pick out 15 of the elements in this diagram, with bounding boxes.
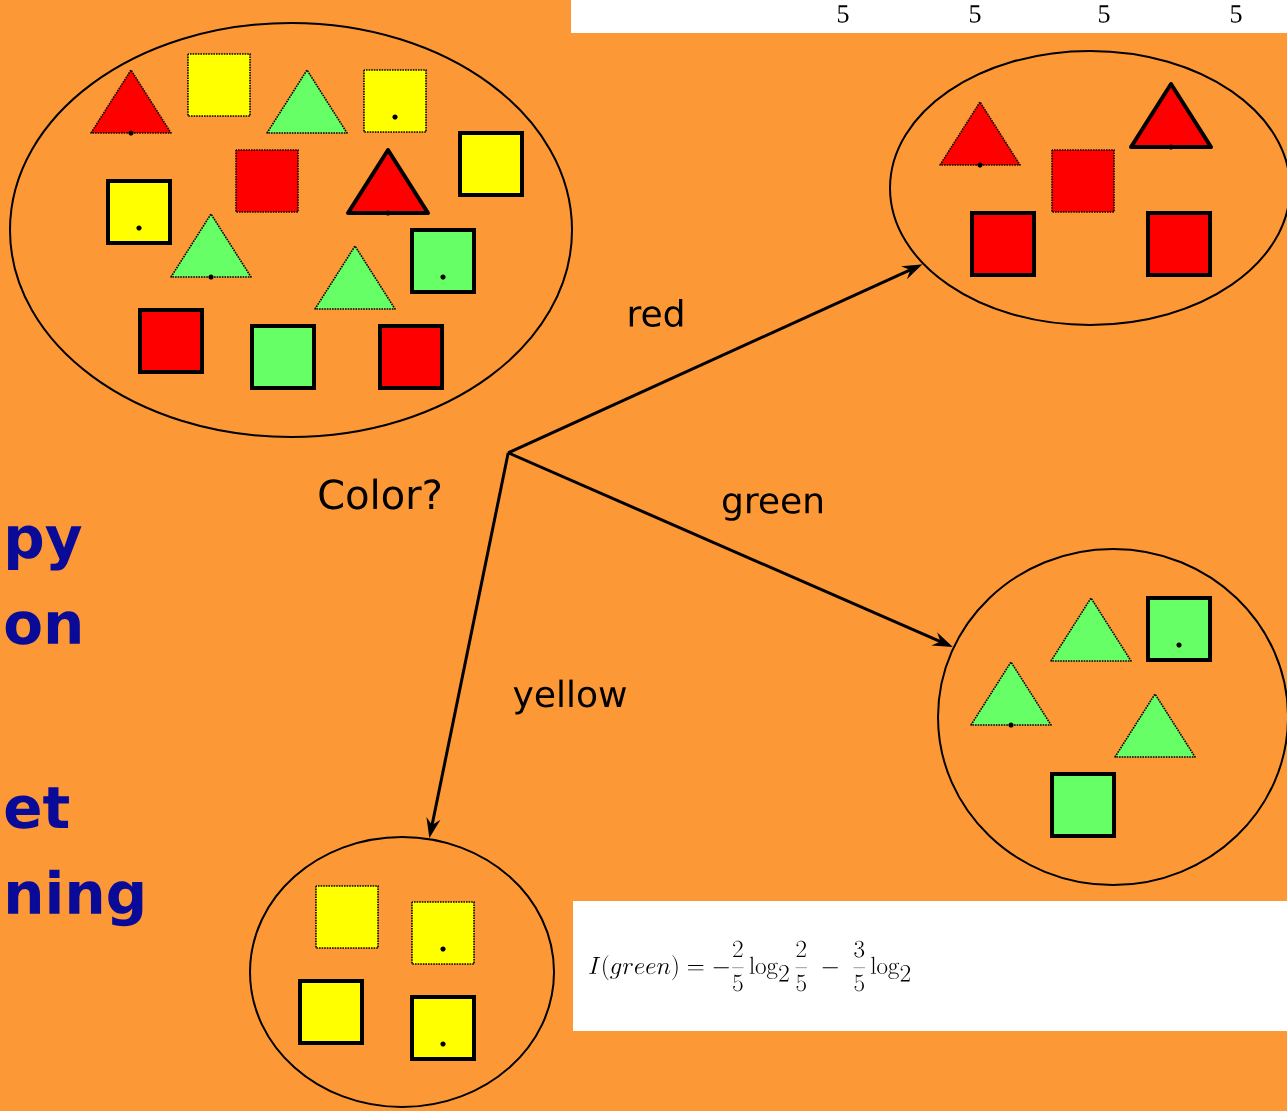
fraction-digit: 5	[1099, 5, 1110, 23]
fraction-digit: 5	[838, 5, 849, 23]
heading-text: et	[5, 787, 69, 829]
edge-label: red	[624, 297, 688, 329]
fraction-digit: 5	[1231, 5, 1242, 23]
edge-label: yellow	[510, 677, 630, 717]
heading-text: py	[8, 525, 82, 571]
heading-text: ning	[8, 869, 143, 927]
fraction-digit: 5	[970, 5, 981, 23]
edge-label: green	[719, 491, 827, 523]
set-ellipse	[249, 836, 555, 1108]
question-text: Color?	[319, 478, 441, 510]
heading-text: on	[5, 611, 80, 645]
formula: $I(green) = -\frac{2}{5}\log_2\frac{2}{5} \;-\; \frac{3}{5}\log_2$	[589, 940, 911, 992]
set-ellipse	[9, 22, 573, 438]
